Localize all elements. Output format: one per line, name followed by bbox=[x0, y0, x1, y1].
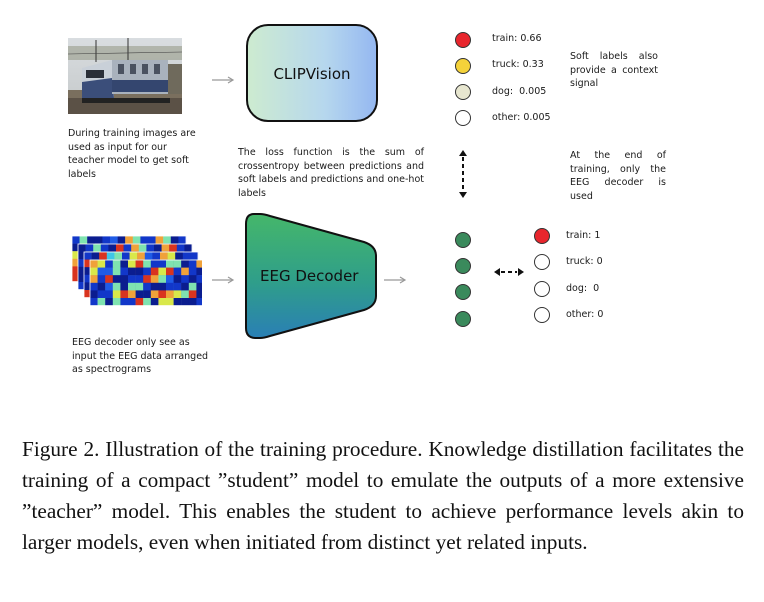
soft-label-train: train: 0.66 bbox=[492, 33, 542, 44]
onehot-label-truck: truck: 0 bbox=[566, 256, 603, 267]
clipvision-label: CLIPVision bbox=[273, 65, 351, 83]
onehot-label-dog: dog: 0 bbox=[566, 283, 600, 294]
arrow-to-clip-icon bbox=[212, 71, 236, 89]
onehot-dot-other bbox=[534, 307, 550, 323]
arrow-to-outputs-icon bbox=[384, 271, 408, 289]
soft-label-other: other: 0.005 bbox=[492, 112, 551, 123]
end-note: At the end of training, only the EEG dec… bbox=[570, 150, 666, 202]
onehot-dot-dog bbox=[534, 281, 550, 297]
soft-label-note: Soft labels also provide a context signa… bbox=[570, 51, 658, 89]
eeg-input-caption: EEG decoder only see as input the EEG da… bbox=[72, 337, 209, 375]
prediction-dot-3 bbox=[455, 284, 471, 300]
eeg-decoder-box: EEG Decoder bbox=[244, 212, 378, 340]
horizontal-double-arrow-icon bbox=[494, 265, 524, 283]
clipvision-box: CLIPVision bbox=[246, 24, 378, 122]
image-caption: During training images are used as input… bbox=[68, 128, 196, 180]
figure-caption: Figure 2. Illustration of the training p… bbox=[22, 437, 744, 554]
soft-label-dog: dog: 0.005 bbox=[492, 86, 547, 97]
eeg-decoder-label: EEG Decoder bbox=[260, 267, 359, 285]
onehot-label-other: other: 0 bbox=[566, 309, 604, 320]
eeg-spectrograms bbox=[71, 235, 205, 312]
soft-label-dot-train bbox=[455, 32, 471, 48]
soft-label-dot-truck bbox=[455, 58, 471, 74]
loss-note: The loss function is the sum of crossent… bbox=[238, 147, 424, 199]
onehot-dot-truck bbox=[534, 254, 550, 270]
prediction-dot-1 bbox=[455, 232, 471, 248]
prediction-dot-4 bbox=[455, 311, 471, 327]
arrow-to-decoder-icon bbox=[212, 271, 236, 289]
soft-label-truck: truck: 0.33 bbox=[492, 59, 544, 70]
train-photo bbox=[67, 38, 183, 114]
vertical-double-arrow-icon bbox=[456, 150, 470, 203]
soft-label-dot-dog bbox=[455, 84, 471, 100]
onehot-dot-train bbox=[534, 228, 550, 244]
prediction-dot-2 bbox=[455, 258, 471, 274]
soft-label-dot-other bbox=[455, 110, 471, 126]
onehot-label-train: train: 1 bbox=[566, 230, 601, 241]
